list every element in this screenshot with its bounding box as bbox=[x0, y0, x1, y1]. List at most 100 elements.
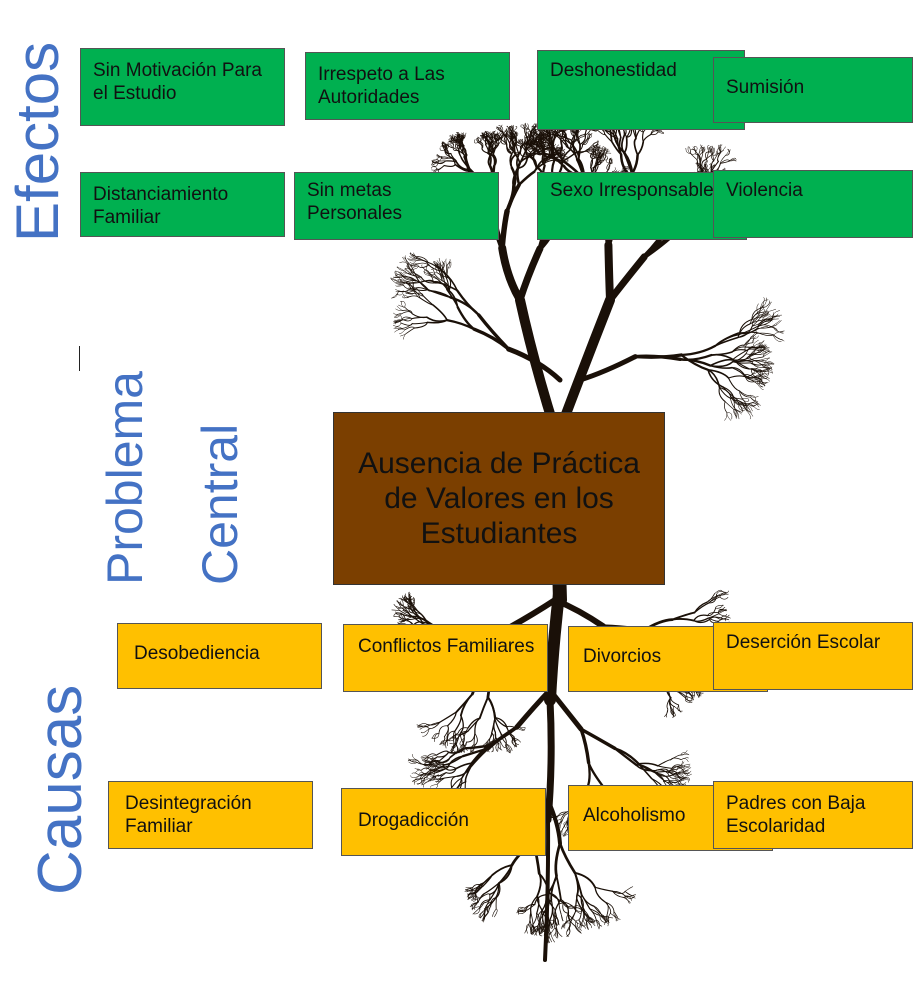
tree-branch bbox=[612, 890, 626, 897]
tree-branch bbox=[650, 129, 658, 135]
tree-branch bbox=[459, 139, 463, 148]
tree-branch bbox=[751, 320, 765, 327]
tree-branch bbox=[760, 372, 770, 375]
tree-branch bbox=[718, 610, 727, 615]
tree-branch bbox=[472, 884, 483, 889]
tree-branch bbox=[727, 375, 745, 379]
tree-branch bbox=[494, 716, 508, 728]
tree-branch bbox=[657, 765, 673, 769]
tree-branch bbox=[407, 759, 418, 763]
tree-branch bbox=[735, 410, 740, 420]
tree-branch bbox=[501, 131, 508, 140]
tree-branch bbox=[496, 137, 501, 146]
tree-branch bbox=[409, 287, 429, 292]
tree-branch bbox=[606, 253, 648, 304]
tree-branch bbox=[567, 926, 571, 937]
tree-branch bbox=[670, 697, 680, 706]
tree-branch bbox=[467, 717, 481, 732]
tree-branch bbox=[602, 147, 607, 154]
tree-branch bbox=[487, 133, 491, 139]
tree-branch bbox=[656, 772, 670, 782]
tree-branch bbox=[633, 137, 639, 156]
tree-branch bbox=[452, 135, 456, 142]
tree-branch bbox=[666, 697, 671, 710]
tree-branch bbox=[445, 258, 447, 267]
tree-branch bbox=[465, 887, 473, 891]
tree-branch bbox=[623, 897, 631, 904]
tree-branch bbox=[498, 125, 504, 132]
central-problem-box: Ausencia de Práctica de Valores en los E… bbox=[333, 412, 665, 585]
tree-branch bbox=[541, 910, 545, 924]
tree-branch bbox=[432, 756, 437, 763]
tree-branch bbox=[677, 765, 686, 769]
tree-branch bbox=[505, 726, 513, 736]
tree-branch bbox=[447, 734, 456, 742]
tree-branch bbox=[764, 308, 777, 313]
tree-branch bbox=[460, 146, 468, 156]
tree-branch bbox=[642, 133, 652, 143]
tree-branch bbox=[427, 270, 434, 282]
tree-branch bbox=[693, 618, 711, 624]
tree-branch bbox=[717, 144, 721, 153]
tree-branch bbox=[529, 137, 536, 141]
tree-branch bbox=[744, 342, 753, 352]
tree-branch bbox=[411, 316, 428, 320]
tree-branch bbox=[393, 612, 402, 617]
tree-branch bbox=[427, 779, 436, 782]
tree-branch bbox=[533, 129, 539, 136]
tree-branch bbox=[725, 148, 729, 156]
tree-branch bbox=[681, 765, 691, 767]
tree-branch bbox=[406, 282, 420, 284]
tree-branch bbox=[520, 126, 525, 131]
tree-branch bbox=[428, 721, 441, 730]
tree-branch bbox=[448, 289, 459, 308]
tree-branch bbox=[450, 778, 463, 789]
tree-branch bbox=[709, 358, 734, 367]
tree-branch bbox=[759, 312, 769, 316]
tree-branch bbox=[601, 915, 609, 922]
tree-branch bbox=[672, 706, 675, 714]
tree-branch bbox=[757, 318, 773, 327]
tree-branch bbox=[409, 262, 419, 265]
tree-branch bbox=[712, 147, 716, 154]
tree-branch bbox=[523, 138, 526, 144]
tree-branch bbox=[519, 139, 523, 145]
cause-box: Conflictos Familiares bbox=[343, 624, 548, 692]
tree-branch bbox=[594, 145, 598, 151]
tree-branch bbox=[556, 928, 563, 937]
tree-branch bbox=[511, 734, 519, 741]
tree-branch bbox=[567, 914, 578, 924]
tree-branch bbox=[737, 323, 751, 339]
tree-branch bbox=[624, 891, 634, 897]
tree-branch bbox=[416, 288, 424, 296]
tree-branch bbox=[594, 150, 597, 157]
tree-branch bbox=[677, 776, 684, 781]
tree-branch bbox=[512, 126, 518, 132]
tree-branch bbox=[596, 129, 606, 136]
tree-branch bbox=[474, 139, 479, 144]
tree-branch bbox=[675, 777, 683, 781]
tree-branch bbox=[750, 362, 765, 366]
tree-branch bbox=[602, 147, 607, 153]
tree-branch bbox=[428, 756, 438, 760]
tree-branch bbox=[489, 131, 493, 137]
tree-branch bbox=[612, 890, 625, 898]
tree-branch bbox=[427, 272, 436, 275]
tree-branch bbox=[420, 767, 432, 771]
tree-branch bbox=[489, 883, 499, 901]
tree-branch bbox=[720, 160, 731, 164]
tree-branch bbox=[443, 142, 447, 149]
tree-branch bbox=[409, 295, 421, 299]
tree-branch bbox=[745, 409, 752, 420]
tree-branch bbox=[397, 622, 405, 625]
tree-branch bbox=[404, 255, 411, 265]
tree-branch bbox=[411, 321, 428, 325]
tree-branch bbox=[471, 906, 481, 910]
tree-branch bbox=[676, 765, 683, 771]
tree-branch bbox=[520, 124, 525, 131]
tree-branch bbox=[589, 908, 601, 916]
tree-branch bbox=[439, 756, 451, 764]
tree-branch bbox=[702, 146, 706, 153]
tree-branch bbox=[613, 911, 619, 921]
tree-branch bbox=[466, 732, 476, 743]
